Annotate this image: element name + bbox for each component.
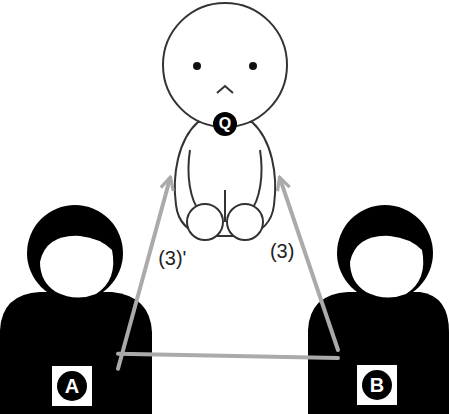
arrow-label: (3) xyxy=(268,240,296,262)
sad-figure xyxy=(163,3,287,240)
relation-arrow xyxy=(280,179,338,350)
relation-arrow xyxy=(118,179,170,369)
figure-node: A xyxy=(50,335,118,410)
figure-node: B xyxy=(338,330,408,410)
letter-badge: Q xyxy=(213,112,237,136)
letter-badge: B xyxy=(362,370,392,400)
person-silhouette xyxy=(308,205,449,414)
arrow-label: (3)' xyxy=(156,247,188,269)
relation-arrow xyxy=(118,354,338,358)
letter-badge: A xyxy=(57,371,87,401)
person-silhouette xyxy=(0,205,152,414)
figure-node: Q xyxy=(170,112,280,240)
